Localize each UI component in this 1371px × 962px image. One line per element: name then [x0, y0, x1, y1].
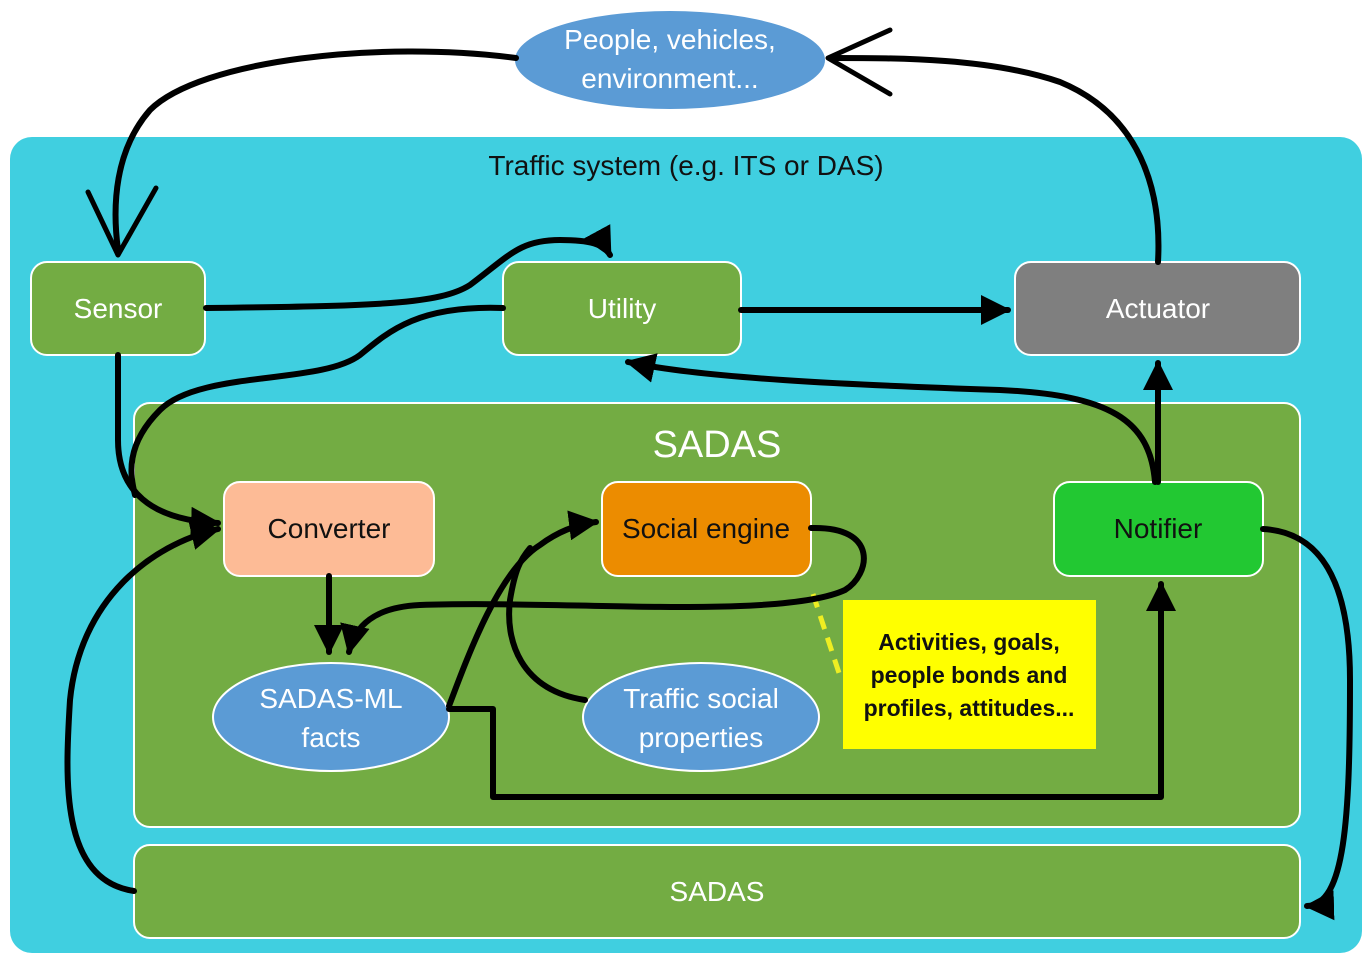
- traffic-system-title: Traffic system (e.g. ITS or DAS): [488, 150, 883, 181]
- arrow-utility-to-converter: [128, 304, 506, 498]
- traffic-social-label-2: properties: [639, 722, 764, 753]
- notifier-label: Notifier: [1114, 513, 1203, 544]
- arrow-environment-to-sensor: [112, 48, 519, 253]
- sadas-bottom-title: SADAS: [670, 876, 765, 907]
- note-box: [843, 600, 1096, 749]
- arrowhead-sensor-in: [85, 185, 159, 258]
- sensor-label: Sensor: [74, 293, 163, 324]
- converter-label: Converter: [268, 513, 391, 544]
- traffic-social-label-1: Traffic social: [623, 683, 779, 714]
- utility-label: Utility: [588, 293, 656, 324]
- environment-label-2: environment...: [581, 63, 758, 94]
- arrow-actuator-to-environment: [829, 55, 1162, 265]
- arrow-traffic-social-to-social-engine: [506, 545, 588, 703]
- arrow-sadas-ml-to-notifier: [446, 581, 1176, 800]
- note-line-3: profiles, attitudes...: [864, 695, 1075, 721]
- arrow-sadas-to-converter: [64, 520, 221, 894]
- social-engine-label: Social engine: [622, 513, 790, 544]
- environment-label-1: People, vehicles,: [564, 24, 776, 55]
- sadas-ml-label-2: facts: [301, 722, 360, 753]
- note-connector-dashed: [810, 593, 843, 677]
- arrow-sensor-to-converter: [115, 352, 221, 537]
- actuator-label: Actuator: [1106, 293, 1210, 324]
- traffic-social-properties-node: [582, 662, 820, 772]
- sadas-inner-title: SADAS: [653, 424, 782, 466]
- note-line-1: Activities, goals,: [878, 629, 1060, 655]
- environment-node: [515, 11, 825, 109]
- sadas-ml-label-1: SADAS-ML: [259, 683, 402, 714]
- sadas-ml-facts-node: [212, 662, 450, 772]
- arrow-sensor-to-utility: [203, 224, 613, 311]
- arrow-notifier-to-utility: [625, 353, 1158, 485]
- arrow-social-engine-to-sadas-ml: [340, 524, 867, 655]
- arrow-notifier-to-sadas-bottom: [1260, 526, 1353, 921]
- arrowhead-environment-in: [825, 27, 893, 97]
- note-line-2: people bonds and: [871, 662, 1068, 688]
